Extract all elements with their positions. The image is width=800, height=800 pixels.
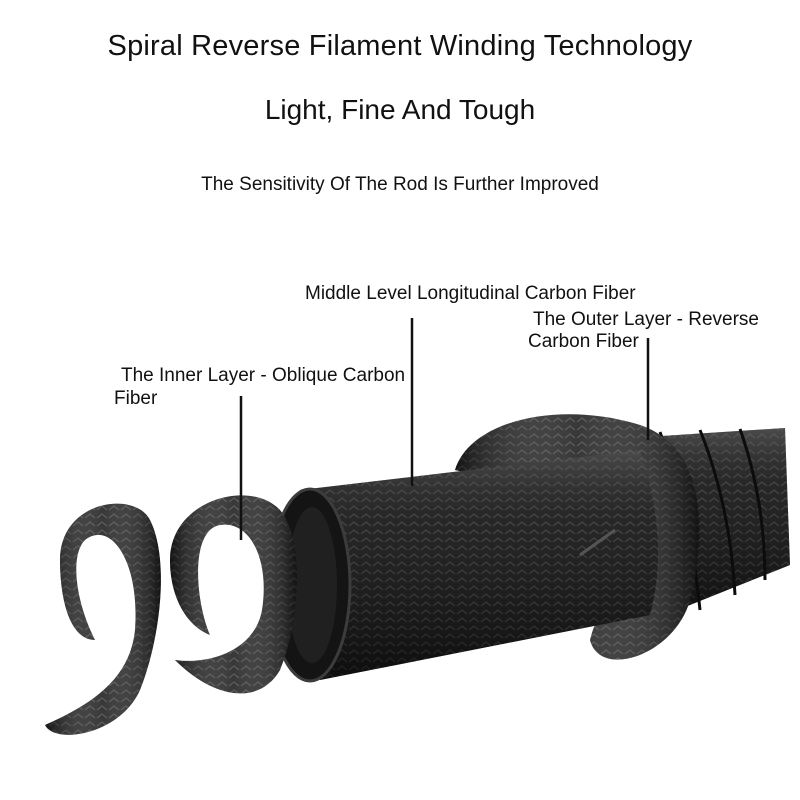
inner-oblique-ribbon [45, 495, 297, 735]
middle-longitudinal-tube [268, 450, 658, 683]
outer-layer-label-line1: The Outer Layer - Reverse [533, 309, 759, 330]
middle-layer-label: Middle Level Longitudinal Carbon Fiber [305, 283, 636, 304]
main-title: Spiral Reverse Filament Winding Technolo… [107, 30, 693, 62]
tagline: The Sensitivity Of The Rod Is Further Im… [201, 174, 599, 195]
inner-layer-label-line2: Fiber [114, 388, 158, 409]
outer-layer-label-line2: Carbon Fiber [528, 331, 639, 352]
subtitle: Light, Fine And Tough [264, 94, 536, 125]
inner-layer-label-line1: The Inner Layer - Oblique Carbon [121, 365, 406, 386]
